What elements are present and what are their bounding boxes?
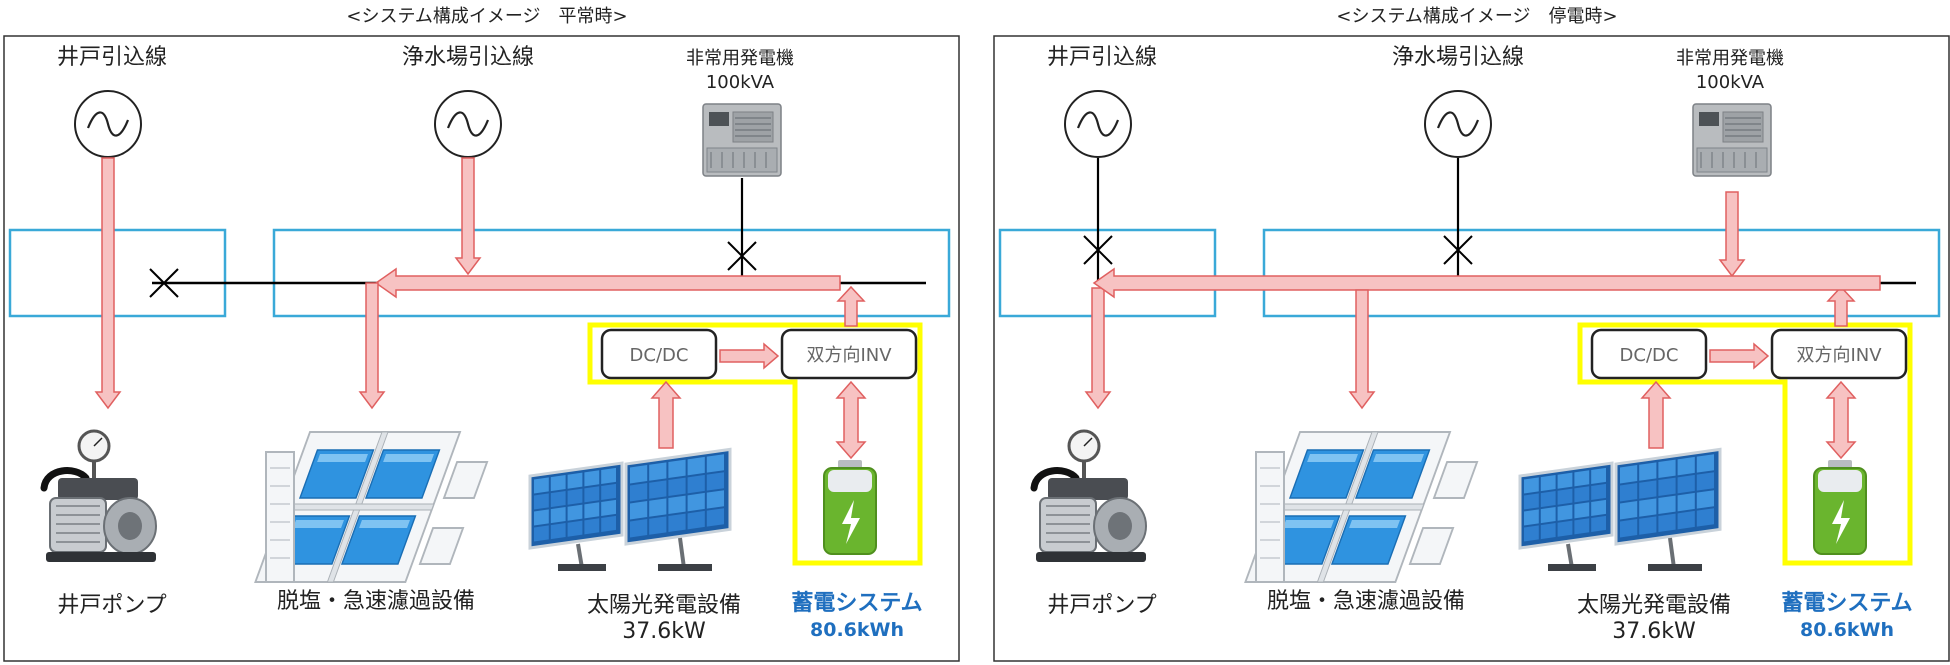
generator-power-arrow <box>1718 191 1746 278</box>
well-ac-source-icon <box>1064 90 1132 158</box>
storage-capacity: 80.6kWh <box>1800 619 1894 641</box>
well-line-label: 井戸引込線 <box>57 45 167 70</box>
generator-label: 非常用発電機 <box>686 48 794 69</box>
filter-power-arrow <box>1348 289 1376 410</box>
inv-battery-arrow <box>835 380 867 460</box>
storage-capacity: 80.6kWh <box>810 619 904 641</box>
solar-to-dcdc-arrow <box>1640 380 1672 449</box>
inv-label: 双方向INV <box>1796 345 1882 366</box>
dcdc-label: DC/DC <box>1620 345 1679 366</box>
solar-label: 太陽光発電設備 <box>1577 593 1731 618</box>
inv-label: 双方向INV <box>806 345 892 366</box>
solar-panel-icon <box>528 447 732 571</box>
inv-battery-arrow <box>1825 380 1857 460</box>
bidirectional-inverter-box: 双方向INV <box>780 328 918 380</box>
pump-power-arrow <box>1084 287 1112 410</box>
well-power-arrow <box>94 157 122 410</box>
well-pump-icon <box>40 429 157 562</box>
dcdc-converter-box: DC/DC <box>600 328 718 380</box>
filter-equipment-icon <box>1244 431 1479 583</box>
panel-outage: <システム構成イメージ 停電時> 井戸引込線 浄水場引込線 非常用発電機 100kVA D… <box>990 0 1950 665</box>
bus-power-flow-arrow <box>374 267 841 299</box>
storage-system-highlight <box>1577 322 1913 566</box>
well-pump-icon <box>1030 429 1147 562</box>
solar-label: 太陽光発電設備 <box>587 593 741 618</box>
water-plant-ac-source-icon <box>1424 90 1492 158</box>
well-ac-source-icon <box>74 90 142 158</box>
solar-capacity: 37.6kW <box>1612 619 1696 644</box>
water-plant-breaker-icon <box>1443 235 1473 265</box>
generator-capacity: 100kVA <box>1696 72 1765 93</box>
filter-equipment-label: 脱塩・急速濾過設備 <box>1267 589 1465 614</box>
filter-equipment-label: 脱塩・急速濾過設備 <box>277 589 475 614</box>
dcdc-label: DC/DC <box>630 345 689 366</box>
well-breaker-icon <box>1083 235 1113 265</box>
storage-battery-icon <box>1813 460 1867 555</box>
well-pump-label: 井戸ポンプ <box>57 593 166 618</box>
solar-capacity: 37.6kW <box>622 619 706 644</box>
well-pump-label: 井戸ポンプ <box>1047 593 1156 618</box>
panel-svg: <システム構成イメージ 平常時> 井戸引込線 浄水場引込線 非常用発電機 100kVA D… <box>3 6 960 662</box>
water-plant-line-label: 浄水場引込線 <box>402 45 534 70</box>
well-bus-box <box>8 228 227 318</box>
well-bus-box <box>998 228 1217 318</box>
panel-frame <box>993 35 1950 662</box>
main-bus-box <box>272 228 951 318</box>
well-line-label: 井戸引込線 <box>1047 45 1157 70</box>
generator-capacity: 100kVA <box>706 72 775 93</box>
generator-breaker-icon <box>727 241 757 271</box>
storage-system-highlight <box>587 322 923 566</box>
panel-title: <システム構成イメージ 停電時> <box>1336 6 1617 27</box>
water-plant-ac-source-icon <box>434 90 502 158</box>
well-tie-breaker-icon <box>149 268 179 298</box>
bidirectional-inverter-box: 双方向INV <box>1770 328 1908 380</box>
dcdc-to-inv-arrow <box>1709 342 1770 370</box>
panel-frame <box>3 35 960 662</box>
filter-power-arrow <box>358 282 386 410</box>
dcdc-converter-box: DC/DC <box>1590 328 1708 380</box>
main-bus-box <box>1262 228 1941 318</box>
inv-to-bus-arrow <box>836 285 866 327</box>
panel-title: <システム構成イメージ 平常時> <box>346 6 627 27</box>
inv-to-bus-arrow <box>1826 285 1856 327</box>
bus-power-flow-arrow <box>1092 267 1881 299</box>
storage-battery-icon <box>823 460 877 555</box>
water-plant-line-label: 浄水場引込線 <box>1392 45 1524 70</box>
panel-svg: <システム構成イメージ 停電時> 井戸引込線 浄水場引込線 非常用発電機 100kVA D… <box>993 6 1950 662</box>
generator-label: 非常用発電機 <box>1676 48 1784 69</box>
storage-label: 蓄電システム <box>1781 591 1912 616</box>
solar-to-dcdc-arrow <box>650 380 682 449</box>
water-plant-power-arrow <box>454 157 482 276</box>
solar-panel-icon <box>1518 447 1722 571</box>
panel-normal: <システム構成イメージ 平常時> 井戸引込線 浄水場引込線 非常用発電機 100kVA D… <box>3 6 960 662</box>
generator-icon <box>1692 103 1772 177</box>
filter-equipment-icon <box>254 431 489 583</box>
generator-icon <box>702 103 782 177</box>
storage-label: 蓄電システム <box>791 591 922 616</box>
dcdc-to-inv-arrow <box>719 342 780 370</box>
